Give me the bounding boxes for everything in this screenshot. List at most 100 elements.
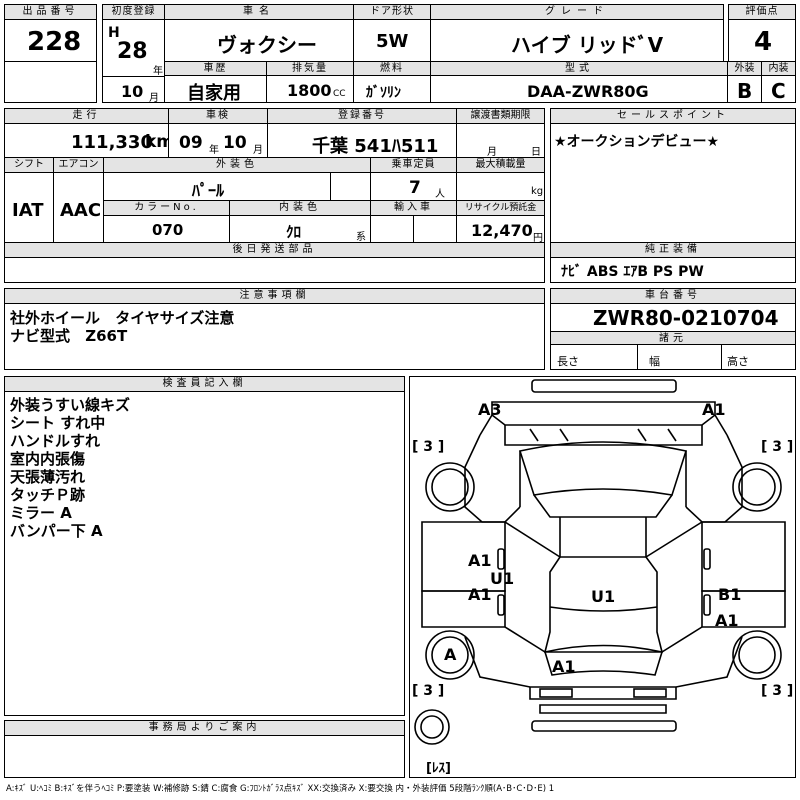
displacement-cell: 排気量 1800 CC <box>266 61 354 103</box>
recycle-fee: 12,470 <box>471 221 533 240</box>
divider <box>103 76 164 77</box>
shift-label: シフト <box>5 158 53 173</box>
shift-cell: シフト IAT <box>4 157 54 243</box>
note-line: 社外ホイール タイヤサイズ注意 <box>10 309 235 327</box>
damage-mark: A3 <box>478 400 502 419</box>
door-label: ドア形状 <box>354 5 430 20</box>
damage-mark: A1 <box>468 585 492 604</box>
notes-cell: 注意事項欄 社外ホイール タイヤサイズ注意 ナビ型式 Z66T <box>4 288 545 370</box>
max-load-cell: 最大積載量 kg <box>456 157 545 201</box>
inspection-cell: 車検 09 年 10 月 <box>168 108 268 158</box>
genuine-label: 純正装備 <box>551 243 795 258</box>
fuel-cell: 燃料 ｶﾞｿﾘﾝ <box>353 61 431 103</box>
import-cell: 輸入車 <box>370 200 457 243</box>
inspector-line: タッチＰ跡 <box>10 486 86 504</box>
exterior-color: ﾊﾟｰﾙ <box>192 181 225 200</box>
history: 自家用 <box>187 83 241 103</box>
capacity: 7 <box>409 178 421 198</box>
yen-unit: 円 <box>533 233 543 243</box>
grade: ハイブ リッドﾞV <box>511 33 664 57</box>
damage-mark: U1 <box>591 587 616 606</box>
cc-unit: CC <box>333 89 346 99</box>
max-load-label: 最大積載量 <box>457 158 544 173</box>
office-cell: 事務局よりご案内 <box>4 720 405 778</box>
exterior-cell: 外装 B <box>727 61 762 103</box>
damage-mark: A1 <box>552 657 576 676</box>
divider <box>721 345 722 369</box>
notes-label: 注意事項欄 <box>5 289 544 304</box>
displacement-label: 排気量 <box>267 62 353 76</box>
later-parts-label: 後日発送部品 <box>5 243 544 258</box>
month-unit: 月 <box>487 147 497 158</box>
tire-tread: [ 3 ] <box>412 439 445 455</box>
damage-mark: A1 <box>702 400 726 419</box>
exterior-color-label: 外装色 <box>104 158 370 173</box>
car-diagram: A3 A1 [ 3 ] [ 3 ] A1 U1 A1 U1 B1 A1 A A1… <box>409 376 796 778</box>
model-cell: 型式 DAA-ZWR80G <box>430 61 728 103</box>
interior-grade: C <box>771 79 786 103</box>
fuel-label: 燃料 <box>354 62 430 76</box>
year-unit: 年 <box>209 145 219 156</box>
inspection-label: 車検 <box>169 109 267 124</box>
inspector-line: バンパー下 A <box>10 522 103 540</box>
month-unit: 月 <box>253 145 263 156</box>
registration-label: 登録番号 <box>268 109 456 124</box>
color-number-cell: カラーNo. 070 <box>103 200 230 243</box>
first-reg-label: 初度登録 <box>103 5 164 20</box>
transfer-cell: 譲渡書類期限 月 日 <box>456 108 545 158</box>
interior-color-label: 内装色 <box>230 201 370 216</box>
interior-cell: 内装 C <box>761 61 796 103</box>
door-cell: ドア形状 5W <box>353 4 431 62</box>
car-name: ヴォクシー <box>217 33 317 57</box>
notes-list: 社外ホイール タイヤサイズ注意 ナビ型式 Z66T <box>10 309 234 345</box>
registration-cell: 登録番号 千葉 541ﾊ511 <box>267 108 457 158</box>
inspector-line: シート すれ中 <box>10 414 106 432</box>
registration-number: 千葉 541ﾊ511 <box>312 136 439 157</box>
exterior-grade: B <box>737 79 753 103</box>
length-label: 長さ <box>557 355 579 368</box>
tire-tread: [ 3 ] <box>761 439 794 455</box>
mileage-label: 走行 <box>5 109 168 124</box>
grade-label: グレード <box>431 5 723 20</box>
score: 4 <box>754 27 773 57</box>
recycle-cell: リサイクル預託金 12,470 円 <box>456 200 545 243</box>
color-number: 070 <box>152 221 184 239</box>
first-registration-cell: 初度登録 H 28 年 10 月 <box>102 4 165 103</box>
divider <box>551 242 795 243</box>
car-name-cell: 車名 ヴォクシー <box>164 4 354 62</box>
model: DAA-ZWR80G <box>527 82 649 101</box>
divider <box>413 216 414 242</box>
door-type: 5W <box>376 31 409 52</box>
km-unit: km <box>145 132 168 152</box>
genuine-equipment: ﾅﾋﾞ ABS ｴｱB PS PW <box>561 264 704 280</box>
aircon-cell: エアコン AAC <box>53 157 104 243</box>
aircon-label: エアコン <box>54 158 103 173</box>
car-name-label: 車名 <box>165 5 353 20</box>
inspector-line: 天張薄汚れ <box>10 468 86 486</box>
inspector-line: ハンドルすれ <box>10 432 101 450</box>
capacity-label: 乗車定員 <box>371 158 456 173</box>
exterior-label: 外装 <box>728 62 761 76</box>
height-label: 高さ <box>727 355 749 368</box>
first-reg-month: 10 <box>121 82 144 101</box>
divider <box>5 61 96 62</box>
damage-mark: B1 <box>718 585 742 604</box>
recycle-label: リサイクル預託金 <box>457 201 544 216</box>
lot-number-cell: 出品番号 228 <box>4 4 97 103</box>
interior-label: 内装 <box>762 62 795 76</box>
legend: A:ｷｽﾞ U:ﾍｺﾐ B:ｷｽﾞを伴うﾍｺﾐ P:要塗装 W:補修跡 S:錆 … <box>6 784 555 794</box>
chassis-cell: 車台番号 ZWR80-0210704 諸元 長さ 幅 高さ <box>550 288 796 370</box>
header-block: 出品番号 228 初度登録 H 28 年 10 月 車名 ヴォクシー ドア形状 … <box>4 4 796 104</box>
inspector-cell: 検査員記入欄 外装うすい線キズ シート すれ中 ハンドルすれ 室内内張傷 天張薄… <box>4 376 405 716</box>
tire-tread: [ 3 ] <box>761 683 794 699</box>
inspector-line: 外装うすい線キズ <box>10 396 131 414</box>
damage-mark: A1 <box>715 611 739 630</box>
aircon: AAC <box>60 200 102 221</box>
lot-number: 228 <box>27 27 82 57</box>
mileage-cell: 走行 111,330 km <box>4 108 169 158</box>
person-unit: 人 <box>435 189 445 200</box>
inspector-list: 外装うすい線キズ シート すれ中 ハンドルすれ 室内内張傷 天張薄汚れ タッチＰ… <box>10 396 130 540</box>
note-line: ナビ型式 Z66T <box>10 327 128 345</box>
inspector-label: 検査員記入欄 <box>5 377 404 392</box>
divider <box>330 173 331 200</box>
